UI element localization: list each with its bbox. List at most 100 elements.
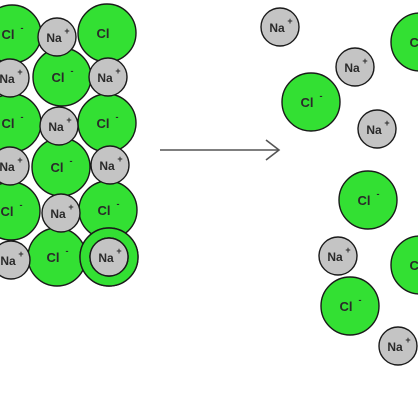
arrow-head [265, 139, 281, 161]
dissolved-ion-chloride: Cl- [338, 170, 398, 230]
sodium-charge: + [362, 56, 367, 66]
sodium-charge: + [66, 115, 71, 125]
chloride-symbol: Cl [52, 70, 65, 85]
chloride-symbol: Cl [98, 203, 111, 218]
lattice-ion-chloride: Cl- [0, 93, 42, 153]
sodium-charge: + [345, 245, 350, 255]
sodium-symbol: Na [366, 123, 382, 137]
dissolved-ion-chloride: Cl- [320, 276, 380, 336]
sodium-charge: + [115, 66, 120, 76]
lattice-ion-chloride: Cl- [32, 47, 92, 107]
lattice-ion-sodium: Na+ [88, 57, 128, 97]
sodium-circle [39, 106, 79, 146]
lattice-ion-sodium: Na+ [37, 17, 77, 57]
sodium-circle [0, 146, 30, 186]
lattice-ion-sodium: Na+ [89, 237, 129, 277]
lattice-ion-chloride: Cl- [77, 93, 137, 153]
sodium-circle [90, 145, 130, 185]
chloride-circle [338, 170, 398, 230]
chloride-charge: - [66, 246, 69, 256]
lattice-ion-sodium: Na+ [90, 145, 130, 185]
chloride-symbol: Cl [2, 27, 15, 42]
sodium-charge: + [68, 202, 73, 212]
chloride-symbol: Cl [410, 258, 418, 273]
lattice-ion-sodium: Na+ [39, 106, 79, 146]
chloride-charge: - [71, 66, 74, 76]
chloride-charge: - [117, 199, 120, 209]
sodium-symbol: Na [0, 72, 15, 86]
sodium-charge: + [287, 16, 292, 26]
sodium-charge: + [17, 155, 22, 165]
sodium-charge: + [405, 335, 410, 345]
lattice-ion-chloride: Cl- [0, 181, 41, 241]
sodium-symbol: Na [327, 250, 343, 264]
sodium-circle [89, 237, 129, 277]
sodium-circle [318, 236, 358, 276]
chloride-circle [320, 276, 380, 336]
sodium-symbol: Na [0, 254, 16, 268]
chloride-symbol: Cl [410, 35, 418, 50]
chloride-circle [281, 72, 341, 132]
chloride-charge: - [359, 295, 362, 305]
sodium-symbol: Na [48, 120, 64, 134]
sodium-charge: + [18, 249, 23, 259]
sodium-circle [260, 7, 300, 47]
sodium-symbol: Na [98, 251, 114, 265]
lattice-ion-sodium: Na+ [0, 58, 30, 98]
chloride-symbol: Cl [51, 160, 64, 175]
sodium-charge: + [384, 118, 389, 128]
lattice-ion-sodium: Na+ [0, 240, 31, 280]
sodium-circle [357, 109, 397, 149]
chloride-circle [390, 12, 418, 72]
chloride-symbol: Cl [340, 299, 353, 314]
chloride-charge: - [320, 91, 323, 101]
dissolved-ion-chloride: Cl [390, 235, 418, 295]
sodium-symbol: Na [99, 159, 115, 173]
sodium-circle [335, 47, 375, 87]
crystal-lattice: Cl-ClCl-Cl-Cl-Cl-Cl-Cl-Cl-Cl-Cl-Na+Na+Na… [0, 3, 139, 287]
chloride-charge: - [116, 112, 119, 122]
dissolved-ion-sodium: Na+ [378, 326, 418, 366]
dissolved-ion-sodium: Na+ [318, 236, 358, 276]
sodium-charge: + [17, 67, 22, 77]
chloride-symbol: Cl [2, 116, 15, 131]
chloride-circle [390, 235, 418, 295]
lattice-ion-chloride: Cl- [27, 227, 87, 287]
sodium-circle [37, 17, 77, 57]
lattice-ion-chloride: Cl [77, 3, 137, 63]
dissolved-ion-sodium: Na+ [335, 47, 375, 87]
chloride-charge: - [377, 189, 380, 199]
chloride-charge: - [70, 156, 73, 166]
sodium-symbol: Na [344, 61, 360, 75]
chloride-symbol: Cl [1, 204, 14, 219]
lattice-ion-sodium: Na+ [41, 193, 81, 233]
sodium-symbol: Na [46, 31, 62, 45]
sodium-symbol: Na [387, 340, 403, 354]
sodium-charge: + [64, 26, 69, 36]
sodium-circle [88, 57, 128, 97]
chloride-symbol: Cl [97, 116, 110, 131]
dissolved-ion-sodium: Na+ [260, 7, 300, 47]
chloride-symbol: Cl [301, 95, 314, 110]
chloride-charge: - [21, 112, 24, 122]
dissolved-ion-chloride: Cl- [281, 72, 341, 132]
sodium-circle [0, 58, 30, 98]
chloride-charge: - [20, 200, 23, 210]
sodium-circle [0, 240, 31, 280]
chloride-charge: - [21, 23, 24, 33]
dissolved-ion-chloride: Cl [390, 12, 418, 72]
lattice-ion-sodium: Na+ [0, 146, 30, 186]
sodium-symbol: Na [0, 160, 15, 174]
sodium-charge: + [117, 154, 122, 164]
chloride-symbol: Cl [358, 193, 371, 208]
sodium-circle [41, 193, 81, 233]
sodium-charge: + [116, 246, 121, 256]
reaction-arrow [160, 139, 281, 161]
sodium-symbol: Na [50, 207, 66, 221]
dissolved-ion-sodium: Na+ [357, 109, 397, 149]
lattice-ion-chloride: Cl- [0, 4, 42, 64]
sodium-symbol: Na [97, 71, 113, 85]
